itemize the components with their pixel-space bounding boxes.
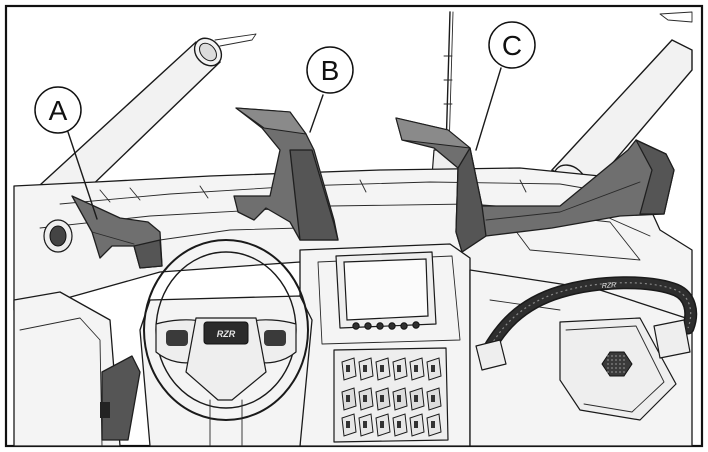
callout-c-label: C [502, 30, 522, 61]
speaker-grille-hole [611, 363, 613, 365]
rocker-switch-icon [346, 365, 350, 372]
callout-a: A [34, 86, 98, 220]
rocker-switch-icon [346, 421, 350, 428]
part-c-wind-deflector [395, 117, 675, 253]
rocker-switch-panel [333, 347, 449, 443]
left-door-panel [13, 291, 141, 447]
speaker-grille-hole [615, 359, 617, 361]
callout-c-circle [488, 21, 536, 69]
rocker-switch-icon [346, 395, 350, 402]
speaker-grille-hole [623, 363, 625, 365]
callout-b: B [306, 46, 354, 133]
rocker-switch-icon [431, 395, 435, 402]
speaker-grille-hole [615, 355, 617, 357]
callout-b-leader [309, 94, 324, 133]
grab-bar-badge: RZR [602, 282, 617, 290]
speaker-grille-hole [607, 359, 609, 361]
speaker-grille-hole [611, 371, 613, 373]
rocker-switch-icon [414, 421, 418, 428]
steering-wheel: RZR [139, 239, 313, 447]
passenger-grab-bar: RZR [475, 276, 698, 371]
callout-c: C [475, 21, 536, 151]
rocker-switch-icon [397, 421, 401, 428]
rocker-switch-icon [431, 421, 435, 428]
display-buttons [352, 321, 420, 330]
steering-wheel-badge: RZR [217, 329, 236, 339]
speaker-grille-hole [615, 367, 617, 369]
speaker-grille-hole [623, 367, 625, 369]
speaker-grille-hole [623, 359, 625, 361]
callout-a-label: A [49, 95, 68, 126]
callout-c-leader [475, 67, 502, 151]
speaker-grille-hole [615, 363, 617, 365]
speaker-grille-hole [619, 363, 621, 365]
speaker-grille-hole [619, 359, 621, 361]
callout-a-circle [34, 86, 82, 134]
display-screen [335, 251, 437, 330]
speaker-grille-hole [607, 371, 609, 373]
speaker-grille-hole [607, 355, 609, 357]
left-speaker [43, 219, 73, 253]
rocker-switch-icon [414, 395, 418, 402]
speaker-grille-hole [607, 363, 609, 365]
callout-b-label: B [321, 55, 340, 86]
rocker-switch-icon [397, 395, 401, 402]
rocker-switch-icon [397, 365, 401, 372]
speaker-grille-hole [619, 371, 621, 373]
rocker-switch-icon [363, 395, 367, 402]
callout-a-leader [67, 131, 98, 220]
speaker-grille-hole [611, 359, 613, 361]
speaker-grille-hole [623, 371, 625, 373]
speaker-grille-hole [619, 355, 621, 357]
speaker-grille-hole [615, 371, 617, 373]
speaker-grille-hole [611, 367, 613, 369]
rocker-switch-icon [363, 421, 367, 428]
rocker-switch-icon [414, 365, 418, 372]
rocker-switch-icon [380, 395, 384, 402]
speaker-grille-hole [619, 367, 621, 369]
speaker-grille-hole [611, 355, 613, 357]
speaker-grille-hole [623, 355, 625, 357]
rocker-switch-icon [380, 365, 384, 372]
part-b-wind-deflector [233, 107, 339, 241]
rocker-switch-icon [363, 365, 367, 372]
callout-b-circle [306, 46, 354, 94]
passenger-speaker [601, 351, 633, 377]
rocker-switch-icon [431, 365, 435, 372]
speaker-grille-hole [607, 367, 609, 369]
rocker-switch-icon [380, 421, 384, 428]
part-a-wind-deflector [71, 195, 163, 269]
